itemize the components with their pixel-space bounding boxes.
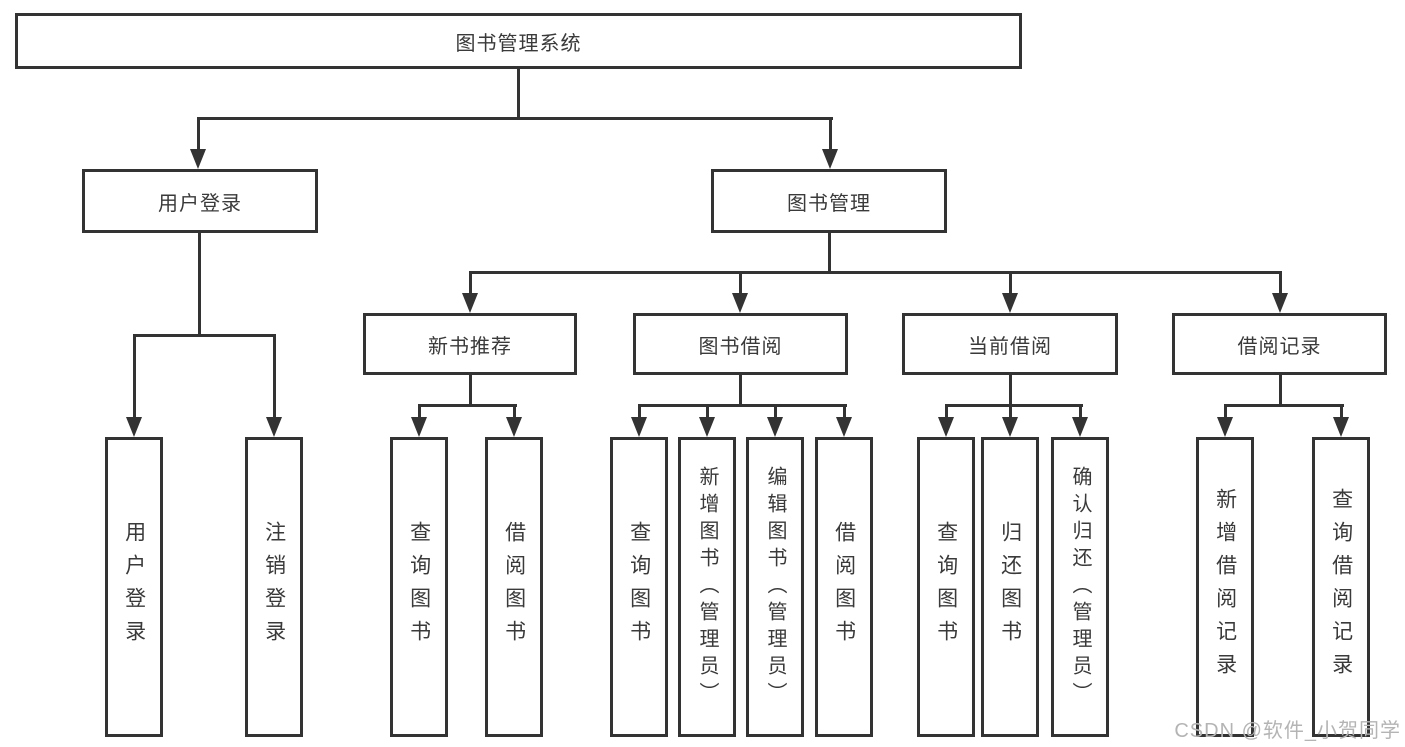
leaf-query-books-recommend: 查询图书: [390, 437, 448, 737]
arrow-down-icon: [732, 293, 748, 313]
node-current-borrow: 当前借阅: [902, 313, 1118, 375]
arrow-down-icon: [462, 293, 478, 313]
arrow-down-icon: [699, 417, 715, 437]
connector-line: [1079, 404, 1082, 419]
connector-line: [469, 271, 1282, 274]
connector-line: [273, 334, 276, 418]
arrow-down-icon: [938, 417, 954, 437]
arrow-down-icon: [631, 417, 647, 437]
connector-line: [843, 404, 846, 419]
connector-line: [945, 404, 948, 419]
connector-line: [469, 271, 472, 295]
leaf-label: 查询图书: [407, 521, 431, 653]
leaf-query-books-current: 查询图书: [917, 437, 975, 737]
node-borrow-records: 借阅记录: [1172, 313, 1387, 375]
leaf-label: 注销登录: [262, 521, 286, 653]
connector-line: [1009, 404, 1012, 419]
leaf-label: 借阅图书: [502, 521, 526, 653]
connector-line: [418, 404, 517, 407]
node-root-library-system: 图书管理系统: [15, 13, 1022, 69]
leaf-label: 查询图书: [627, 521, 651, 653]
leaf-return-book: 归还图书: [981, 437, 1039, 737]
arrow-down-icon: [126, 417, 142, 437]
leaf-label: 借阅图书: [832, 521, 856, 653]
leaf-label: 编辑图书（管理员）: [764, 465, 786, 709]
connector-line: [469, 375, 472, 407]
arrow-down-icon: [411, 417, 427, 437]
leaf-edit-book-admin: 编辑图书（管理员）: [746, 437, 804, 737]
leaf-confirm-return-admin: 确认归还（管理员）: [1051, 437, 1109, 737]
leaf-label: 查询图书: [934, 521, 958, 653]
connector-line: [198, 233, 201, 337]
connector-line: [1009, 375, 1012, 407]
connector-line: [1340, 404, 1343, 419]
connector-line: [638, 404, 641, 419]
connector-line: [1224, 404, 1344, 407]
leaf-label: 用户登录: [122, 521, 146, 653]
leaf-logout: 注销登录: [245, 437, 303, 737]
connector-line: [197, 117, 200, 150]
leaf-label: 查询借阅记录: [1329, 488, 1353, 686]
node-new-book-recommend: 新书推荐: [363, 313, 577, 375]
connector-line: [739, 375, 742, 407]
leaf-query-borrow-record: 查询借阅记录: [1312, 437, 1370, 737]
csdn-watermark: CSDN @软件_小贺同学: [1174, 720, 1401, 742]
leaf-query-books-borrow: 查询图书: [610, 437, 668, 737]
connector-line: [739, 271, 742, 295]
connector-line: [197, 117, 833, 120]
leaf-label: 新增图书（管理员）: [696, 465, 718, 709]
connector-line: [1279, 375, 1282, 407]
connector-line: [638, 404, 847, 407]
leaf-label: 新增借阅记录: [1213, 488, 1237, 686]
leaf-borrow-books: 借阅图书: [815, 437, 873, 737]
connector-line: [1009, 271, 1012, 295]
leaf-borrow-books-recommend: 借阅图书: [485, 437, 543, 737]
connector-line: [829, 117, 832, 150]
connector-line: [133, 334, 276, 337]
connector-line: [1224, 404, 1227, 419]
leaf-label: 归还图书: [998, 521, 1022, 653]
node-book-management: 图书管理: [711, 169, 947, 233]
connector-line: [517, 69, 520, 119]
arrow-down-icon: [1217, 417, 1233, 437]
arrow-down-icon: [767, 417, 783, 437]
node-user-login: 用户登录: [82, 169, 318, 233]
connector-line: [945, 404, 1083, 407]
arrow-down-icon: [266, 417, 282, 437]
arrow-down-icon: [506, 417, 522, 437]
connector-line: [828, 233, 831, 274]
connector-line: [774, 404, 777, 419]
leaf-add-borrow-record: 新增借阅记录: [1196, 437, 1254, 737]
connector-line: [133, 334, 136, 418]
connector-line: [418, 404, 421, 419]
node-book-borrow: 图书借阅: [633, 313, 848, 375]
arrow-down-icon: [1272, 293, 1288, 313]
arrow-down-icon: [1002, 417, 1018, 437]
arrow-down-icon: [1072, 417, 1088, 437]
arrow-down-icon: [836, 417, 852, 437]
arrow-down-icon: [190, 149, 206, 169]
leaf-user-login: 用户登录: [105, 437, 163, 737]
connector-line: [513, 404, 516, 419]
leaf-label: 确认归还（管理员）: [1069, 465, 1091, 709]
leaf-add-book-admin: 新增图书（管理员）: [678, 437, 736, 737]
arrow-down-icon: [1002, 293, 1018, 313]
arrow-down-icon: [822, 149, 838, 169]
arrow-down-icon: [1333, 417, 1349, 437]
connector-line: [1279, 271, 1282, 295]
connector-line: [706, 404, 709, 419]
